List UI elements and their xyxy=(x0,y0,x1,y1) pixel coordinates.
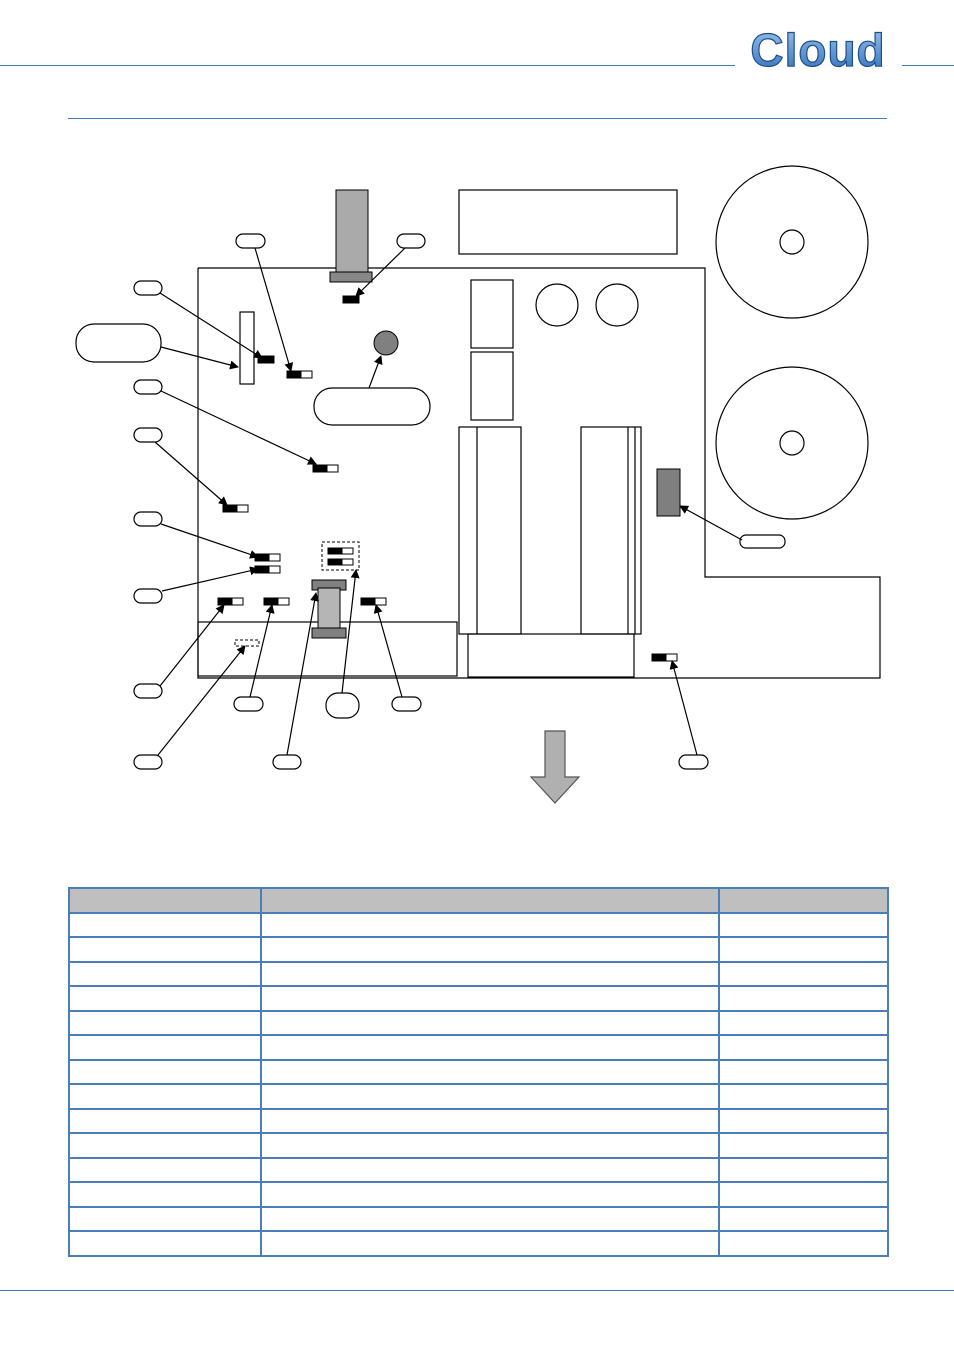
table-cell xyxy=(68,1058,262,1085)
table-cell xyxy=(260,1009,720,1036)
table-row xyxy=(68,1156,889,1183)
table-cell xyxy=(718,1132,889,1159)
table-cell xyxy=(718,1156,889,1183)
pcb-layout-diagram xyxy=(75,165,881,804)
table-cell xyxy=(68,1230,262,1257)
table-header-cell xyxy=(68,887,262,914)
table-row xyxy=(68,936,889,963)
relay-1 xyxy=(470,279,514,349)
table-row xyxy=(68,1058,889,1085)
table-row xyxy=(68,960,889,987)
table-cell xyxy=(260,985,720,1012)
table-header-row xyxy=(68,887,889,914)
table-cell xyxy=(68,1132,262,1159)
heatsink-left xyxy=(458,426,522,635)
table-cell xyxy=(718,911,889,938)
table-cell xyxy=(68,1083,262,1110)
table-cell xyxy=(260,1083,720,1110)
table-row xyxy=(68,1083,889,1110)
table-cell xyxy=(68,1205,262,1232)
table-cell xyxy=(68,1009,262,1036)
table-cell xyxy=(718,1058,889,1085)
label-box xyxy=(458,189,678,255)
table-cell xyxy=(68,1181,262,1208)
toroid-transformer-2 xyxy=(715,366,869,520)
table-header-cell xyxy=(718,887,889,914)
table-cell xyxy=(718,960,889,987)
round-component xyxy=(373,330,399,356)
header-rule-right xyxy=(902,65,954,66)
table-header-cell xyxy=(260,887,720,914)
table-cell xyxy=(260,1230,720,1257)
output-connector xyxy=(656,468,681,517)
table-cell xyxy=(68,936,262,963)
table-cell xyxy=(260,960,720,987)
relay-2 xyxy=(470,351,514,421)
table-cell xyxy=(718,985,889,1012)
ribbon-cable xyxy=(335,189,369,273)
capacitor-1 xyxy=(535,283,579,327)
table-row xyxy=(68,1009,889,1036)
cloud-logo: Cloud xyxy=(750,24,885,76)
table-cell xyxy=(260,1107,720,1134)
table-cell xyxy=(68,1156,262,1183)
table-row xyxy=(68,1181,889,1208)
table-cell xyxy=(260,1205,720,1232)
section-rule xyxy=(68,118,887,119)
table-row xyxy=(68,1230,889,1257)
capacitor-2 xyxy=(595,283,639,327)
table-cell xyxy=(68,1034,262,1061)
svg-text:Cloud: Cloud xyxy=(750,24,885,76)
table-row xyxy=(68,1034,889,1061)
table-cell xyxy=(68,985,262,1012)
table-cell xyxy=(68,911,262,938)
table-cell xyxy=(718,1181,889,1208)
down-arrow xyxy=(529,730,581,804)
table-cell xyxy=(260,1181,720,1208)
table-row xyxy=(68,985,889,1012)
table-cell xyxy=(718,1009,889,1036)
table-row xyxy=(68,911,889,938)
table-cell xyxy=(718,1107,889,1134)
table-cell xyxy=(260,1132,720,1159)
heatsink-right xyxy=(580,426,642,635)
table-cell xyxy=(260,936,720,963)
table-cell xyxy=(718,936,889,963)
table-cell xyxy=(718,1083,889,1110)
callout-box-left xyxy=(75,323,162,363)
board-outline xyxy=(197,267,881,679)
toroid-transformer-1 xyxy=(715,165,869,319)
table-cell xyxy=(68,960,262,987)
table-cell xyxy=(260,1058,720,1085)
heatsink-base xyxy=(467,633,635,678)
table-cell xyxy=(718,1205,889,1232)
table-row xyxy=(68,1205,889,1232)
table-cell xyxy=(260,1156,720,1183)
table-cell xyxy=(68,1107,262,1134)
table-row xyxy=(68,1107,889,1134)
table-cell xyxy=(260,911,720,938)
header-rule-left xyxy=(0,65,735,66)
spec-table xyxy=(68,887,889,1257)
footer-rule xyxy=(0,1290,954,1291)
vertical-connector xyxy=(239,311,255,385)
table-cell xyxy=(718,1034,889,1061)
table-cell xyxy=(260,1034,720,1061)
table-cell xyxy=(718,1230,889,1257)
callout-oval-bottom xyxy=(325,692,360,719)
callout-box-middle xyxy=(313,387,431,426)
table-row xyxy=(68,1132,889,1159)
